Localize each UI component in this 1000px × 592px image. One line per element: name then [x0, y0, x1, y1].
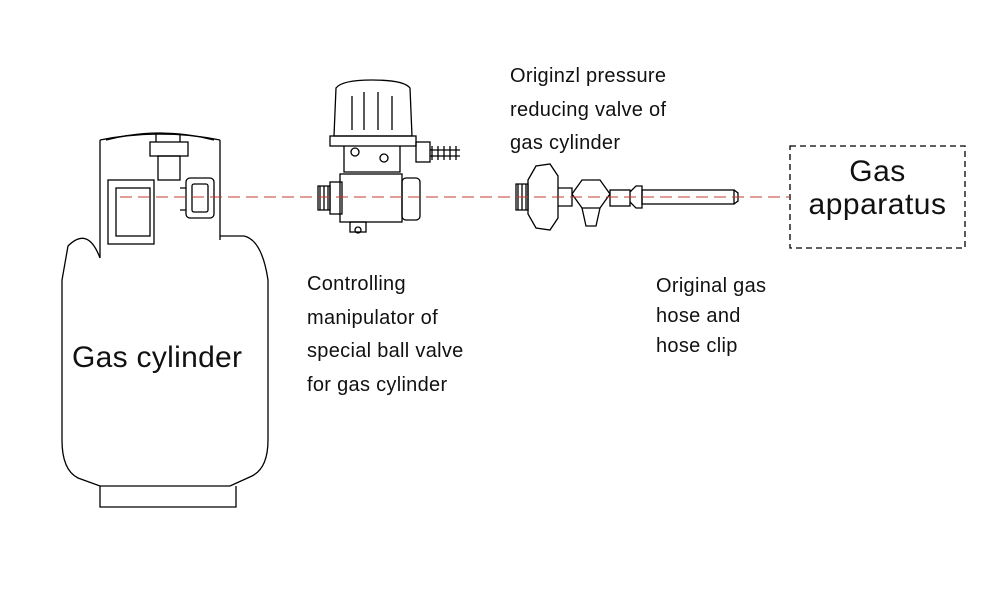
ball-valve-label: Controlling manipulator of special ball … [307, 274, 464, 408]
pressure-valve-label-line: reducing valve of [510, 98, 667, 121]
pressure-valve-label: Originzl pressure reducing valve of gas … [510, 66, 666, 167]
gas-apparatus-label: Gas apparatus [790, 156, 965, 222]
ball-valve-label-line: manipulator of [307, 306, 438, 329]
gas-apparatus-label-line: Gas [849, 155, 906, 188]
ball-valve-manipulator-drawing [317, 79, 460, 234]
gas-hose-label-line: hose and [656, 305, 741, 327]
gas-hose-label-line: hose clip [656, 335, 738, 357]
ball-valve-label-line: special ball valve [307, 340, 464, 362]
gas-hose-label: Original gas hose and hose clip [656, 276, 766, 366]
pressure-valve-label-line: Originzl pressure [510, 65, 667, 87]
gas-hose-label-line: Original gas [656, 275, 767, 297]
gas-cylinder-label: Gas cylinder [72, 341, 243, 374]
ball-valve-label-line: Controlling [307, 273, 406, 295]
gas-apparatus-label-line: apparatus [808, 188, 947, 221]
pressure-valve-label-line: gas cylinder [510, 132, 621, 154]
ball-valve-label-line: for gas cylinder [307, 373, 448, 396]
gas-cylinder-drawing [61, 132, 269, 508]
